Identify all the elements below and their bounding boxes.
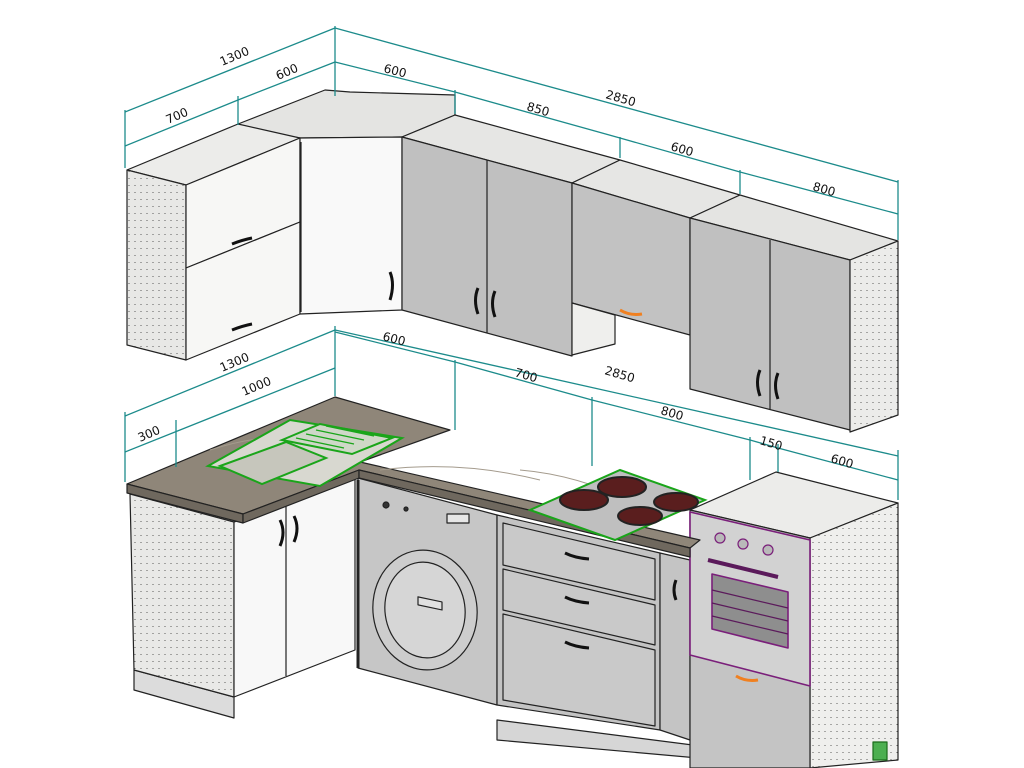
hob-burner xyxy=(617,506,663,526)
adjustable-foot xyxy=(872,741,888,761)
dim-upper-left-front: 700 xyxy=(164,105,191,127)
lower-cabinets xyxy=(129,471,899,768)
handle-icon xyxy=(774,372,780,400)
handle-icon xyxy=(231,322,253,332)
sink-bowl xyxy=(217,440,329,486)
oven-knob xyxy=(737,538,749,550)
oven-knob xyxy=(714,532,726,544)
drawer-2 xyxy=(502,568,656,646)
drawer-cabinet xyxy=(496,514,661,731)
handle-icon xyxy=(491,290,497,318)
dim-upper-corner: 600 xyxy=(274,61,301,83)
dim-lower-top-total: 2850 xyxy=(603,363,636,385)
sink xyxy=(205,418,405,488)
oven-column xyxy=(689,471,899,768)
handle-icon xyxy=(756,369,762,397)
narrow-cabinet xyxy=(659,552,691,741)
handle-icon xyxy=(564,551,590,561)
upper-cabinet-hood xyxy=(571,159,741,356)
hob-burner xyxy=(653,492,699,512)
dim-lower-top-third: 800 xyxy=(659,403,685,423)
upper-cabinet-850 xyxy=(401,114,621,357)
upper-left-cabinet xyxy=(126,123,301,361)
dim-lower-top-fourth: 150 xyxy=(758,433,784,453)
handle-icon xyxy=(474,287,480,315)
oven-knob xyxy=(762,544,774,556)
handle-icon xyxy=(388,271,394,301)
hob xyxy=(527,468,708,542)
dim-upper-top-first: 600 xyxy=(382,61,408,80)
hob-burner xyxy=(597,476,647,498)
oven-handle xyxy=(707,558,779,579)
handle-icon xyxy=(231,236,253,246)
drawer-1 xyxy=(502,522,656,601)
dim-lower-left-small: 300 xyxy=(136,423,163,445)
dim-lower-top-fifth: 600 xyxy=(829,451,855,471)
handle-icon xyxy=(619,308,643,316)
washing-machine xyxy=(356,477,498,706)
control-panel xyxy=(417,596,443,611)
handle-icon xyxy=(292,515,299,543)
dim-lower-top-second: 700 xyxy=(513,365,539,385)
handle-icon xyxy=(735,674,759,682)
dim-lower-top-first: 600 xyxy=(381,329,407,348)
upper-cabinets xyxy=(126,89,899,433)
dim-upper-top-fourth: 800 xyxy=(811,179,837,199)
dim-upper-left-total: 1300 xyxy=(218,44,252,69)
handle-icon xyxy=(564,640,590,650)
upper-cabinet-800 xyxy=(689,194,899,433)
drawer-3 xyxy=(502,613,656,727)
dim-upper-top-third: 600 xyxy=(669,139,695,159)
sink-drainer xyxy=(278,422,396,456)
handle-icon xyxy=(278,519,285,547)
upper-corner-cabinet xyxy=(299,136,403,315)
hob-burner xyxy=(559,489,609,511)
handle-icon xyxy=(564,595,590,605)
dim-upper-top-second: 850 xyxy=(525,99,551,119)
dimension-lines xyxy=(124,26,899,500)
handle-icon xyxy=(672,579,678,601)
